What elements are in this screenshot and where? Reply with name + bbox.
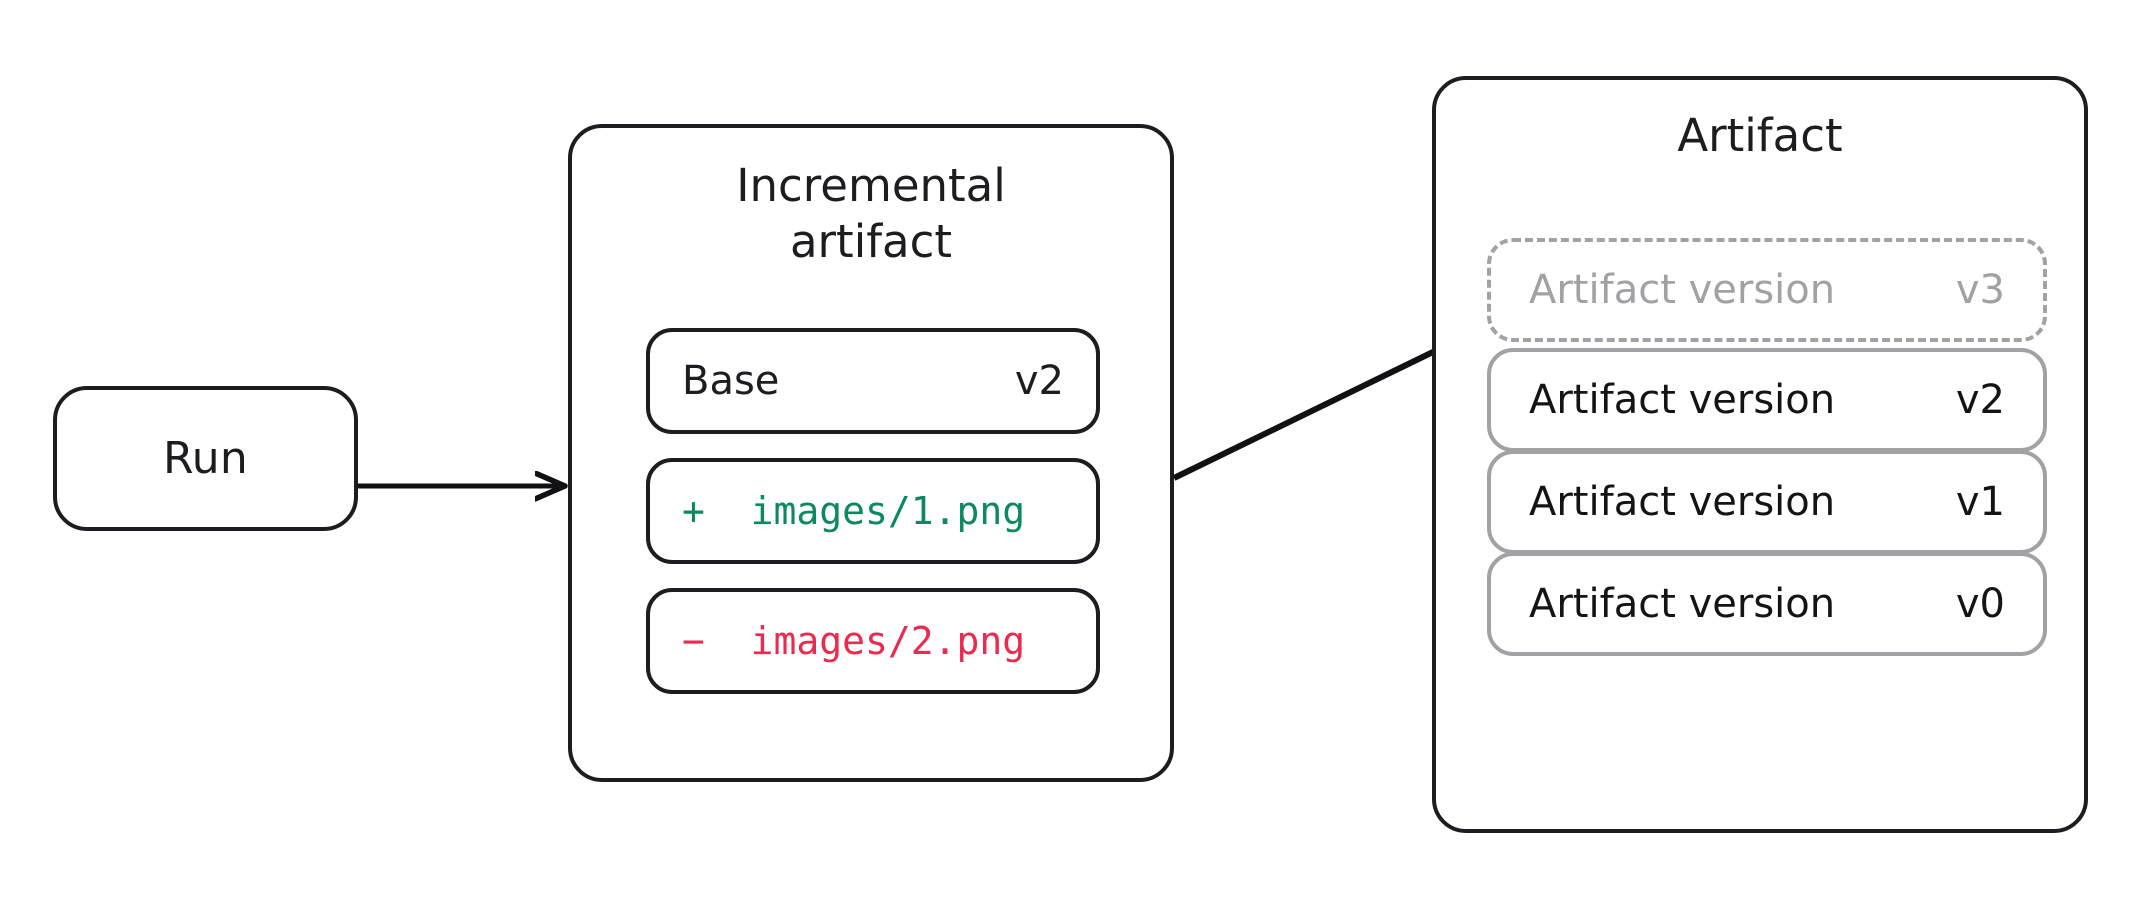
artifact-version-row-v1[interactable]: Artifact version v1: [1487, 450, 2047, 554]
artifact-version-label-v3: Artifact version: [1529, 267, 1836, 313]
artifact-version-row-v3[interactable]: Artifact version v3: [1487, 238, 2047, 342]
run-node[interactable]: Run: [53, 386, 358, 531]
artifact-version-number-v3: v3: [1955, 267, 2005, 313]
removed-file-text: − images/2.png: [682, 619, 1026, 663]
artifact-version-label-v2: Artifact version: [1529, 377, 1836, 423]
artifact-version-number-v2: v2: [1955, 377, 2005, 423]
incremental-base-version: v2: [1014, 358, 1064, 404]
run-label: Run: [163, 432, 248, 484]
artifact-node[interactable]: Artifact Artifact version v3 Artifact ve…: [1432, 76, 2088, 833]
incremental-row-added-file[interactable]: + images/1.png: [646, 458, 1100, 564]
artifact-version-number-v0: v0: [1955, 581, 2005, 627]
added-file-text: + images/1.png: [682, 489, 1026, 533]
artifact-version-label-v0: Artifact version: [1529, 581, 1836, 627]
artifact-version-row-v2[interactable]: Artifact version v2: [1487, 348, 2047, 452]
incremental-artifact-title: Incremental artifact: [736, 159, 1006, 268]
incremental-row-base[interactable]: Base v2: [646, 328, 1100, 434]
incremental-artifact-node[interactable]: Incremental artifact Base v2 + images/1.…: [568, 124, 1174, 782]
artifact-version-row-v0[interactable]: Artifact version v0: [1487, 552, 2047, 656]
artifact-version-label-v1: Artifact version: [1529, 479, 1836, 525]
artifact-title: Artifact: [1677, 109, 1843, 162]
incremental-row-removed-file[interactable]: − images/2.png: [646, 588, 1100, 694]
artifact-version-number-v1: v1: [1955, 479, 2005, 525]
arrow-incremental-to-artifact: [1172, 333, 1472, 481]
incremental-base-label: Base: [682, 358, 780, 404]
